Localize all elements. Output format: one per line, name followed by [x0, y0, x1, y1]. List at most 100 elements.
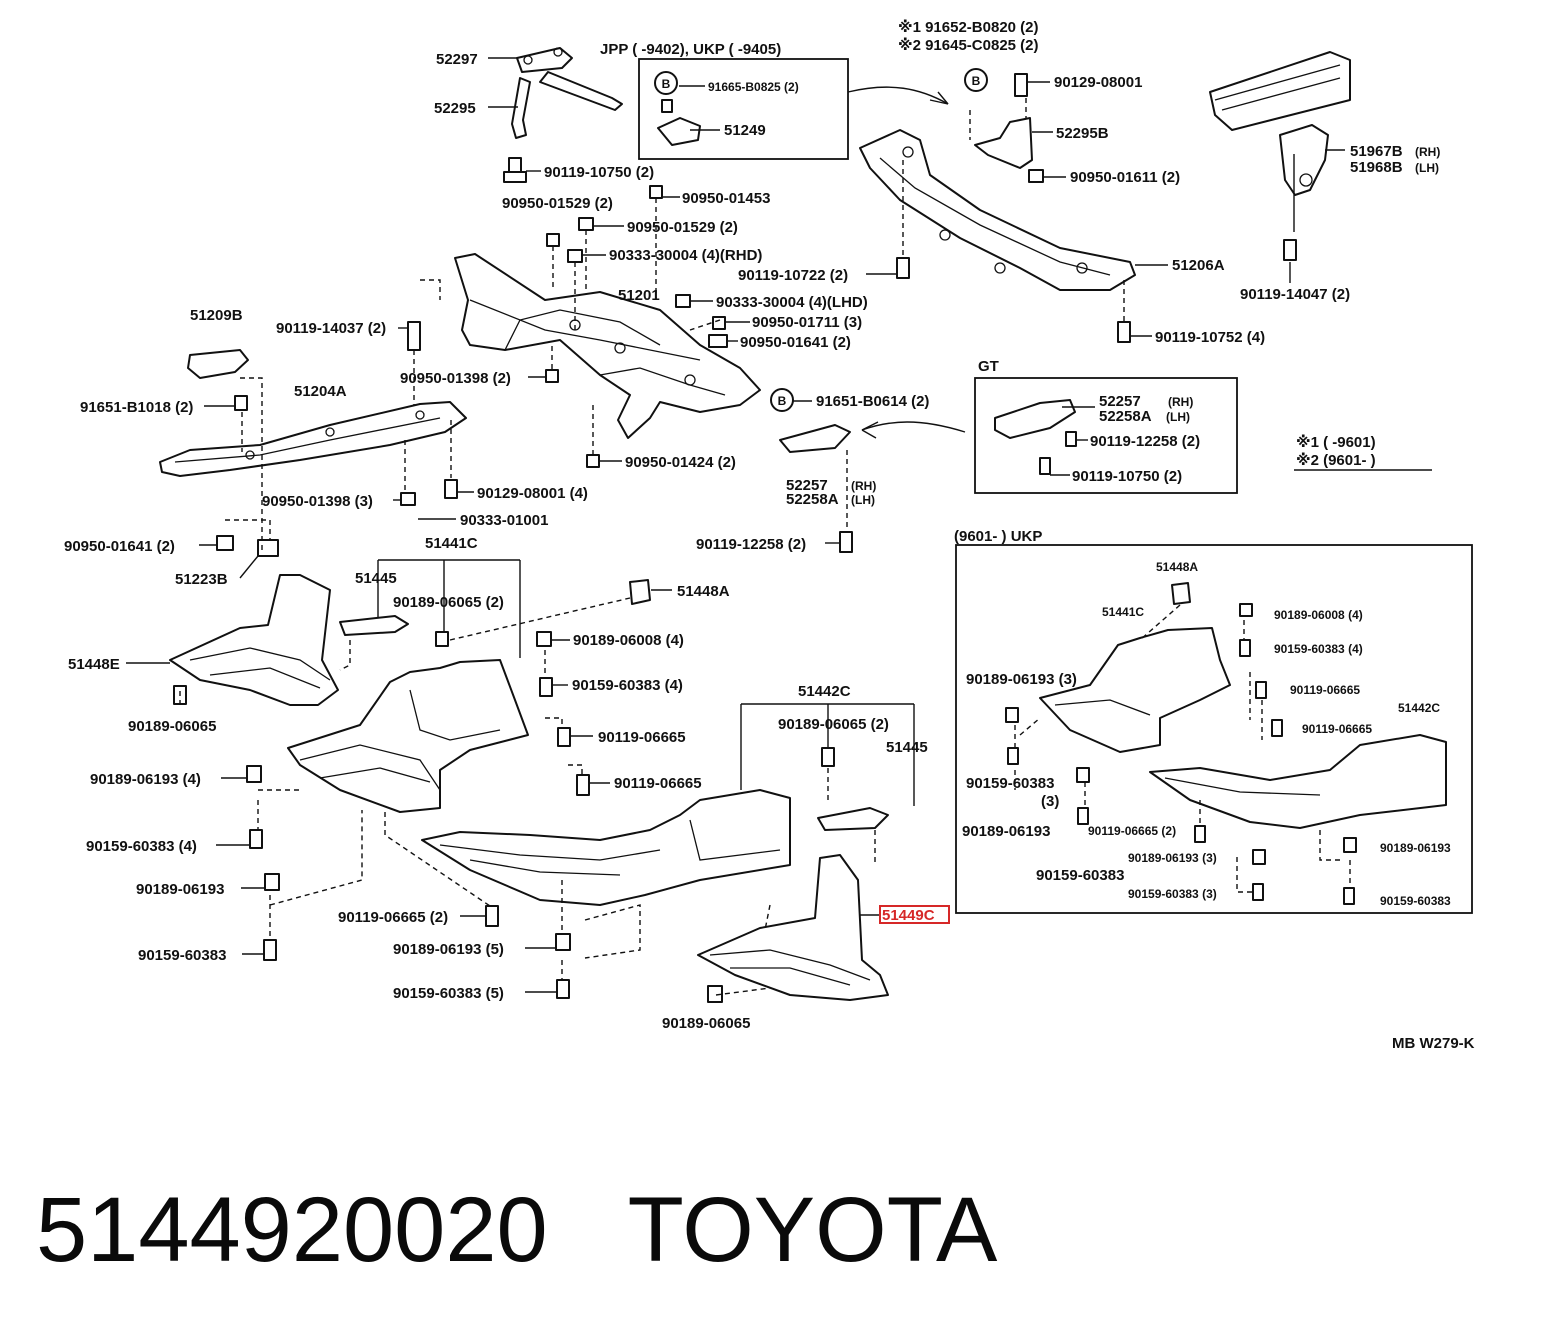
part-label: 90189-06193 (3): [966, 671, 1077, 688]
part-label: (LH): [1166, 410, 1190, 424]
part-label: 90159-60383: [966, 775, 1054, 792]
callout-b-icon: B: [770, 388, 794, 412]
part-label: 51442C: [1398, 701, 1440, 715]
part-label: 90119-10722 (2): [738, 267, 848, 284]
note-star1: ※1 91652-B0820 (2): [898, 18, 1039, 36]
part-label: (3): [1041, 793, 1059, 810]
part-label: 90189-06193: [1380, 841, 1451, 855]
part-label: 90189-06065 (2): [393, 594, 504, 611]
part-label: 90189-06008 (4): [1274, 608, 1363, 622]
part-label: 90159-60383: [138, 947, 226, 964]
bracket-51209b: [187, 349, 249, 379]
part-label: 90159-60383 (3): [1128, 887, 1217, 901]
note-star2: ※2 91645-C0825 (2): [898, 36, 1039, 54]
part-label: 90119-12258 (2): [696, 536, 806, 553]
part-label: 51441C: [1102, 605, 1144, 619]
part-label: 90159-60383 (4): [1274, 642, 1363, 656]
part-label: 90189-06193: [962, 823, 1050, 840]
part-caption: 5144920020 TOYOTA: [36, 1175, 1136, 1285]
part-label: 51223B: [175, 571, 228, 588]
brand-name: TOYOTA: [627, 1179, 998, 1281]
part-number: 5144920020: [36, 1179, 548, 1281]
part-label: 52297: [436, 51, 478, 68]
part-label: 90119-06665: [598, 729, 686, 746]
part-label: 90129-08001 (4): [477, 485, 588, 502]
svg-text:B: B: [778, 394, 787, 408]
part-label: 90333-01001: [460, 512, 548, 529]
clip-51448a: [629, 579, 651, 605]
crossmember-51201: [454, 253, 761, 439]
label-group: JPP ( -9402), UKP ( -9405) ※1 91652-B082…: [64, 18, 1475, 1052]
part-label: 90333-30004 (4)(RHD): [609, 247, 762, 264]
gt-box: [974, 377, 1238, 494]
part-label: 52295: [434, 100, 476, 117]
part-label: (LH): [851, 493, 875, 507]
part-label: 90119-12258 (2): [1090, 433, 1200, 450]
part-label: 90333-30004 (4)(LHD): [716, 294, 868, 311]
variant-label-gt: GT: [978, 358, 999, 375]
bolt-top-left: [503, 157, 527, 183]
jpp-ukp-box: [638, 58, 849, 160]
part-label: 51967B: [1350, 143, 1403, 160]
part-label: 51968B: [1350, 159, 1403, 176]
part-label: 90950-01641 (2): [740, 334, 851, 351]
member-51204a: [159, 401, 467, 477]
part-label: 90119-14037 (2): [276, 320, 386, 337]
part-label: 90189-06193 (4): [90, 771, 201, 788]
ukp-9601-box: [955, 544, 1473, 914]
part-label: 90950-01611 (2): [1070, 169, 1180, 186]
part-label: 90119-14047 (2): [1240, 286, 1350, 303]
shield-51445b: [817, 807, 889, 831]
part-label: 51249: [724, 122, 766, 139]
ukp-clip-51448a: [1171, 582, 1191, 605]
arrow-icon: [861, 421, 879, 439]
cover-51449c: [697, 854, 889, 1001]
part-label: 90159-60383: [1036, 867, 1124, 884]
bracket-52295b: [974, 117, 1033, 169]
highlight-box: [879, 905, 950, 924]
part-label: 90119-06665 (2): [338, 909, 448, 926]
part-label: 90129-08001: [1054, 74, 1142, 91]
ukp-cover-51441c: [1039, 627, 1231, 753]
part-label: 90950-01641 (2): [64, 538, 175, 555]
cover-51442c: [421, 789, 791, 906]
part-label: 51448A: [1156, 560, 1198, 574]
part-label: 90119-10750 (2): [1072, 468, 1182, 485]
part-label: 90189-06008 (4): [573, 632, 684, 649]
part-label: 52257: [786, 477, 828, 494]
part-label: 90189-06193 (3): [1128, 851, 1217, 865]
highlighted-part-label[interactable]: 51449C: [882, 907, 935, 924]
bracket-52257: [779, 424, 851, 453]
part-label: 90159-60383 (4): [572, 677, 683, 694]
part-label: 90119-10750 (2): [544, 164, 654, 181]
part-label: 90189-06065 (2): [778, 716, 889, 733]
arrow-icon: [861, 421, 966, 433]
frame-rail: [1209, 51, 1351, 131]
part-label: 91651-B1018 (2): [80, 399, 193, 416]
ukp-inset-labels: (9601- ) UKP 51448A 51441C 90189-06008 (…: [954, 528, 1451, 908]
part-label: 90950-01398 (2): [400, 370, 511, 387]
part-label: 90119-06665: [614, 775, 702, 792]
part-label: 90189-06193: [136, 881, 224, 898]
bracket-51967b: [1279, 124, 1329, 196]
leader-lines: [126, 57, 1345, 993]
part-label: 90119-06665: [1302, 722, 1372, 736]
part-label: 90950-01453: [682, 190, 770, 207]
part-label: 51441C: [425, 535, 478, 552]
callout-b-icon: B: [964, 68, 988, 92]
part-label: (LH): [1415, 161, 1439, 175]
part-label: 51448A: [677, 583, 730, 600]
part-label: 52295B: [1056, 125, 1109, 142]
part-label: 90159-60383 (4): [86, 838, 197, 855]
svg-text:B: B: [972, 74, 981, 88]
part-label: 90950-01529 (2): [627, 219, 738, 236]
part-label: 51201: [618, 287, 660, 304]
part-label: 52258A: [786, 491, 839, 508]
part-label: 90119-06665: [1290, 683, 1360, 697]
part-label: 51442C: [798, 683, 851, 700]
part-label: 91665-B0825 (2): [708, 80, 799, 94]
variant-label-ukp: (9601- ) UKP: [954, 528, 1042, 545]
part-label: 90189-06193 (5): [393, 941, 504, 958]
part-label: 90119-10752 (4): [1155, 329, 1265, 346]
